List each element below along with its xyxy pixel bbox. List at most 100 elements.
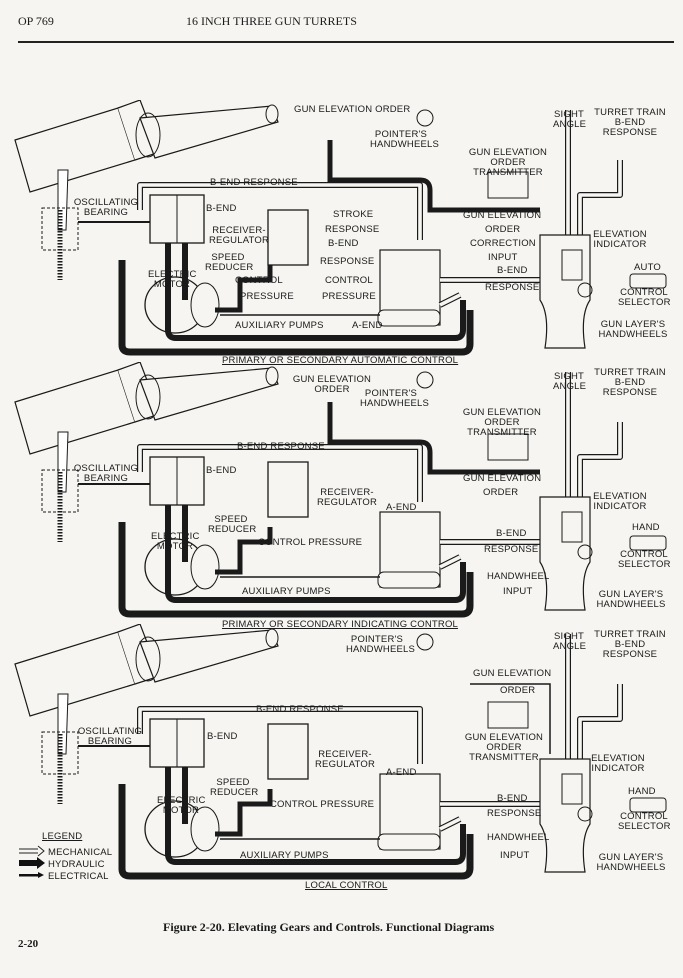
- turret-train-shaft-inner: [578, 160, 622, 240]
- schematic-drawing: [14, 624, 667, 880]
- schematic-drawing: [14, 100, 667, 356]
- label-turret-train: TURRET TRAIN B-END RESPONSE: [594, 629, 666, 660]
- receiver-regulator: [267, 723, 309, 780]
- label-order: ORDER: [500, 685, 536, 696]
- hydraulic-loop-outer: [118, 784, 474, 880]
- elevation-indicator: [561, 773, 583, 805]
- a-end-cylinder: [377, 571, 441, 589]
- diagram-mode-title: PRIMARY OR SECONDARY AUTOMATIC CONTROL: [222, 355, 459, 366]
- label-oscillating-bearing: OSCILLATING BEARING: [73, 463, 139, 484]
- gun-elevation-order-line: [327, 140, 540, 213]
- b-end-response-shaft-inner: [138, 183, 422, 240]
- label-control-2: CONTROL: [325, 275, 373, 286]
- label-gun-elevation-order: GUN ELEVATION ORDER: [294, 104, 411, 115]
- label-selector-hand: HAND: [632, 522, 660, 533]
- label-receiver-regulator: RECEIVER-REGULATOR: [208, 225, 270, 246]
- label-handwheel: HANDWHEEL: [487, 571, 550, 582]
- turret-train-shaft-inner: [578, 684, 622, 764]
- gun-elevation-order-line: [470, 683, 551, 754]
- gun-layers-handwheel: [577, 282, 593, 298]
- label-auxiliary-pumps: AUXILIARY PUMPS: [235, 320, 324, 331]
- figure-caption: Figure 2-20. Elevating Gears and Control…: [163, 920, 495, 934]
- label-speed-reducer: SPEED REDUCER: [208, 514, 257, 535]
- label-turret-train: TURRET TRAIN B-END RESPONSE: [594, 367, 666, 398]
- label-control-pressure: CONTROL PRESSURE: [258, 537, 363, 548]
- label-oscillating-bearing: OSCILLATING BEARING: [73, 197, 139, 218]
- label-elevation-indicator: ELEVATION INDICATOR: [593, 491, 647, 512]
- gun-elevation-order-transmitter: [487, 433, 529, 461]
- handwheel-input-inner: [439, 817, 461, 831]
- label-a-end: A-END: [386, 502, 417, 513]
- label-b-end-2: B-END: [497, 793, 528, 804]
- label-pointers-handwheels: POINTER'S HANDWHEELS: [360, 388, 430, 409]
- label-input: INPUT: [503, 586, 533, 597]
- label-b-end-response: B-END RESPONSE: [237, 441, 325, 452]
- schematic-drawing: [14, 362, 667, 618]
- gun-muzzle: [265, 366, 279, 386]
- label-oscillating-bearing: OSCILLATING BEARING: [77, 726, 143, 747]
- page-number: 2-20: [18, 938, 39, 950]
- label-receiver-regulator: RECEIVER-REGULATOR: [316, 487, 378, 508]
- receiver-regulator: [267, 209, 309, 266]
- label-electric-motor: ELECTRIC MOTOR: [148, 269, 197, 290]
- label-control-pressure: CONTROL PRESSURE: [270, 799, 375, 810]
- label-handwheel: HANDWHEEL: [487, 832, 550, 843]
- label-response-2: RESPONSE: [320, 256, 375, 267]
- label-elevation-indicator: ELEVATION INDICATOR: [593, 229, 647, 250]
- gun-housing: [14, 631, 136, 717]
- label-selector-auto: AUTO: [634, 262, 662, 273]
- label-response: RESPONSE: [487, 808, 542, 819]
- header-rule: [18, 41, 674, 43]
- turret-train-shaft: [577, 160, 623, 240]
- gun-barrel: [139, 629, 279, 683]
- hydraulic-loop-outer: [118, 260, 474, 356]
- label-b-end: B-END: [206, 465, 237, 476]
- legend-symbols: [19, 845, 45, 878]
- speed-reducer: [190, 282, 220, 328]
- label-control-selector: CONTROL SELECTOR: [618, 549, 671, 570]
- b-end-response-shaft-inner: [138, 707, 422, 764]
- elevating-arm: [57, 169, 69, 231]
- hydraulic-loop-inner: [165, 767, 466, 865]
- label-b-end-response: B-END RESPONSE: [256, 704, 344, 715]
- control-selector: [629, 273, 667, 289]
- label-gun-elevation: GUN ELEVATION: [463, 210, 542, 221]
- label-response: RESPONSE: [325, 224, 380, 235]
- gun-housing: [14, 369, 136, 455]
- handwheel-input-inner: [439, 555, 461, 569]
- label-sight-angle: SIGHT ANGLE: [553, 109, 587, 130]
- hydraulic-loop-outer: [118, 522, 474, 618]
- label-b-end: B-END: [206, 203, 237, 214]
- label-turret-train: TURRET TRAIN B-END RESPONSE: [594, 107, 666, 138]
- speed-reducer: [190, 544, 220, 590]
- label-b-end-3: B-END: [497, 265, 528, 276]
- label-b-end-response: B-END RESPONSE: [210, 177, 298, 188]
- gun-muzzle: [265, 628, 279, 648]
- label-order: ORDER: [483, 487, 519, 498]
- turret-train-shaft-inner: [578, 422, 622, 502]
- electrical-arrow-icon: [19, 872, 44, 878]
- turret-train-shaft: [577, 422, 623, 502]
- hydraulic-loop-inner: [165, 243, 466, 341]
- label-input: INPUT: [500, 850, 530, 861]
- elevating-arm: [57, 693, 69, 755]
- a-end-cylinder: [377, 309, 441, 327]
- label-control-selector: CONTROL SELECTOR: [618, 287, 671, 308]
- barrel-ring: [135, 374, 161, 420]
- elevating-arm: [57, 431, 69, 493]
- receiver-regulator: [267, 461, 309, 518]
- gun-elevation-order-transmitter: [487, 701, 529, 729]
- hydraulic-arrow-icon: [19, 857, 45, 869]
- label-pointers-handwheels: POINTER'S HANDWHEELS: [370, 129, 440, 150]
- control-pressure-line: [215, 527, 273, 575]
- label-correction: CORRECTION: [470, 238, 536, 249]
- label-selector-hand: HAND: [628, 786, 656, 797]
- hydraulic-loop-inner: [165, 505, 466, 603]
- doc-code: OP 769: [18, 14, 54, 28]
- pointers-handwheel: [416, 371, 434, 389]
- elevation-indicator: [561, 249, 583, 281]
- control-selector: [629, 535, 667, 551]
- diagram-mode-title: LOCAL CONTROL: [305, 880, 388, 891]
- label-b-end: B-END: [207, 731, 238, 742]
- label-transmitter: GUN ELEVATION ORDER TRANSMITTER: [464, 732, 544, 763]
